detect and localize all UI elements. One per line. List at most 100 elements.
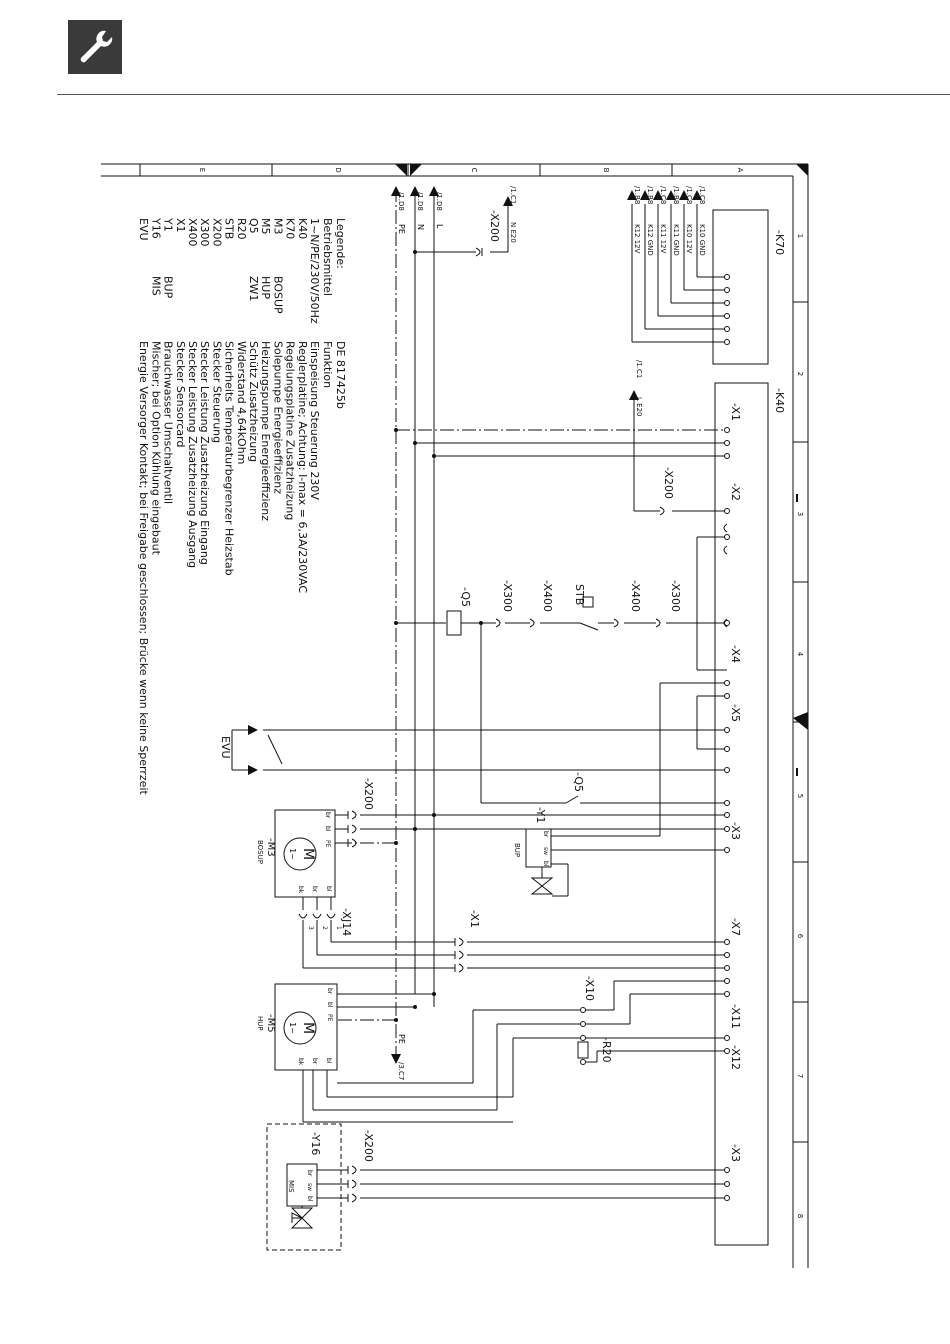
k70-pin-label: K11 12V xyxy=(659,224,667,254)
evu-arrow xyxy=(248,725,258,735)
grid-number: 6 xyxy=(796,934,804,939)
grid-letter: B xyxy=(602,168,610,173)
legend-item-function: Solepumpe Energieeffizienz xyxy=(271,341,284,494)
legend-item-id: M3 xyxy=(271,218,284,235)
terminal-x12-label: -X12 xyxy=(729,1045,742,1070)
k40-terminal-point xyxy=(724,693,730,699)
x1-label: -X1 xyxy=(468,910,481,928)
legend-item-alt: MIS xyxy=(149,276,162,296)
legend-item-function: Sicherheits Temperaturbegrenzer Heizstab xyxy=(223,341,236,576)
grid-number: 3 xyxy=(796,512,804,516)
frame-marker xyxy=(796,164,808,176)
supply-ref: /1.D8 xyxy=(435,192,443,211)
k40-terminal-point xyxy=(724,440,730,446)
k70-pin-ref: /1.B8 xyxy=(646,186,654,204)
legend-item-function: Stecker Sensorcard xyxy=(174,341,187,447)
k40-terminal-point xyxy=(724,1048,730,1054)
m5-phase: 1~ xyxy=(288,1022,297,1034)
m3-label: -M3 xyxy=(265,838,276,857)
terminal-x11-label: -X11 xyxy=(729,1004,742,1029)
k70-pin-label: K12 12V xyxy=(633,224,641,254)
m5-pin: br xyxy=(311,1058,318,1065)
l-name: L xyxy=(435,224,444,229)
k40-terminal-point xyxy=(724,991,730,997)
legend-item-id: Q5 xyxy=(247,218,260,234)
legend-item-function: Reglerplatine; Achtung: I-max = 6,3A/230… xyxy=(296,341,309,593)
le20-wire: L E20 xyxy=(635,397,643,416)
y16-pin: bl xyxy=(306,1196,313,1202)
k70-pin-arrow xyxy=(640,190,650,200)
grid-letter: C xyxy=(470,168,478,173)
y1-sub: BUP xyxy=(513,843,521,857)
x400-label-a: -X400 xyxy=(541,580,554,612)
k70-pin-terminal xyxy=(724,339,730,345)
q5-contact xyxy=(565,795,579,804)
k40-terminal-point xyxy=(724,508,730,514)
n-name: N xyxy=(416,224,425,230)
y16-pin: sw xyxy=(306,1183,313,1191)
legend-item-id: Y1 xyxy=(162,217,175,232)
grid-letter: E xyxy=(198,168,206,172)
wrench-icon xyxy=(68,20,122,74)
xj14-label: -XJ14 xyxy=(340,908,353,936)
y16-pin: br xyxy=(306,1170,313,1177)
legend-col3-header: Funktion xyxy=(321,341,334,388)
x10-label: -X10 xyxy=(583,976,596,1001)
k70-pin-terminal xyxy=(724,300,730,306)
k40-terminal-point xyxy=(724,1181,730,1187)
k70-pin-label: K11 GND xyxy=(672,224,680,256)
y1-valve: br sw bl -Y1 BUP xyxy=(513,807,727,897)
k70-pin-terminal xyxy=(724,313,730,319)
grid-letter: A xyxy=(736,168,744,173)
legend-item-id: K40 xyxy=(296,218,309,239)
k40-terminal-point xyxy=(724,800,730,806)
x200-m3-label: -X200 xyxy=(362,778,375,810)
stb-switch xyxy=(579,622,599,631)
legend-title: Legende: xyxy=(334,218,347,269)
k70-pin-label: K10 12V xyxy=(685,224,693,254)
legend-item-id: X300 xyxy=(198,218,211,247)
legend-item-alt: HUP xyxy=(259,276,272,299)
m5-pin: br xyxy=(326,988,333,995)
x200-ref: /1.C1 xyxy=(509,186,517,204)
k70-pin-terminal xyxy=(724,287,730,293)
k40-terminal-point xyxy=(724,1195,730,1201)
x300-label-b: -X300 xyxy=(669,580,682,612)
supply-rails: /1.D8 /1.D8 /1.D8 PE N L /1.C1 N E20 -X2… xyxy=(337,186,727,1080)
m3-pin: bk xyxy=(297,886,304,894)
k40-box xyxy=(714,382,769,1246)
q5-label: -Q5 xyxy=(459,587,472,607)
terminal-x5-label: -X5 xyxy=(729,704,742,722)
legend-item-id: X400 xyxy=(186,218,199,247)
k40-terminal-point xyxy=(724,847,730,853)
k70-pin-arrow xyxy=(627,190,637,200)
x200-le20-label: -X200 xyxy=(662,467,675,499)
m3-phase: 1~ xyxy=(288,848,297,860)
grid-number: 2 xyxy=(796,372,804,376)
supply-ref: /1.D8 xyxy=(397,192,405,211)
pe-out-arrow xyxy=(391,1054,401,1064)
k70-pin-ref: /1.B8 xyxy=(633,186,641,204)
y16-label: -Y16 xyxy=(309,1132,322,1155)
xj14-pin: 2 xyxy=(321,926,328,930)
k70-pin-terminal xyxy=(724,326,730,332)
stb-symbol xyxy=(582,596,594,608)
ne20-wire: N E20 xyxy=(509,222,517,243)
m3-motor-symbol xyxy=(283,837,317,871)
evu-contact xyxy=(267,734,283,765)
k70-pin-arrow xyxy=(679,190,689,200)
legend-item-function: Brauchwasser Umschaltventil xyxy=(162,341,175,504)
k40-terminal-point xyxy=(724,952,730,958)
xj14-pin: 3 xyxy=(307,926,314,930)
evu-arrow xyxy=(248,765,258,775)
legend-item-alt: ZW1 xyxy=(247,276,260,301)
m5-sub: HUP xyxy=(256,1016,264,1031)
legend-item-id: X200 xyxy=(210,218,223,247)
k40-terminal-point xyxy=(724,978,730,984)
legend-item-function: Stecker Leistung Zusatzheizung Eingang xyxy=(198,341,211,565)
k40-terminal-point xyxy=(724,727,730,733)
le20-circuit: /1.C1 L E20 -X200 xyxy=(629,360,728,555)
y1-box xyxy=(525,828,552,868)
stb-q5-circuit: -Q5 -X300 -X400 STB -X400 -X300 -Q5 xyxy=(446,536,728,804)
k40-terminal-point xyxy=(724,1167,730,1173)
